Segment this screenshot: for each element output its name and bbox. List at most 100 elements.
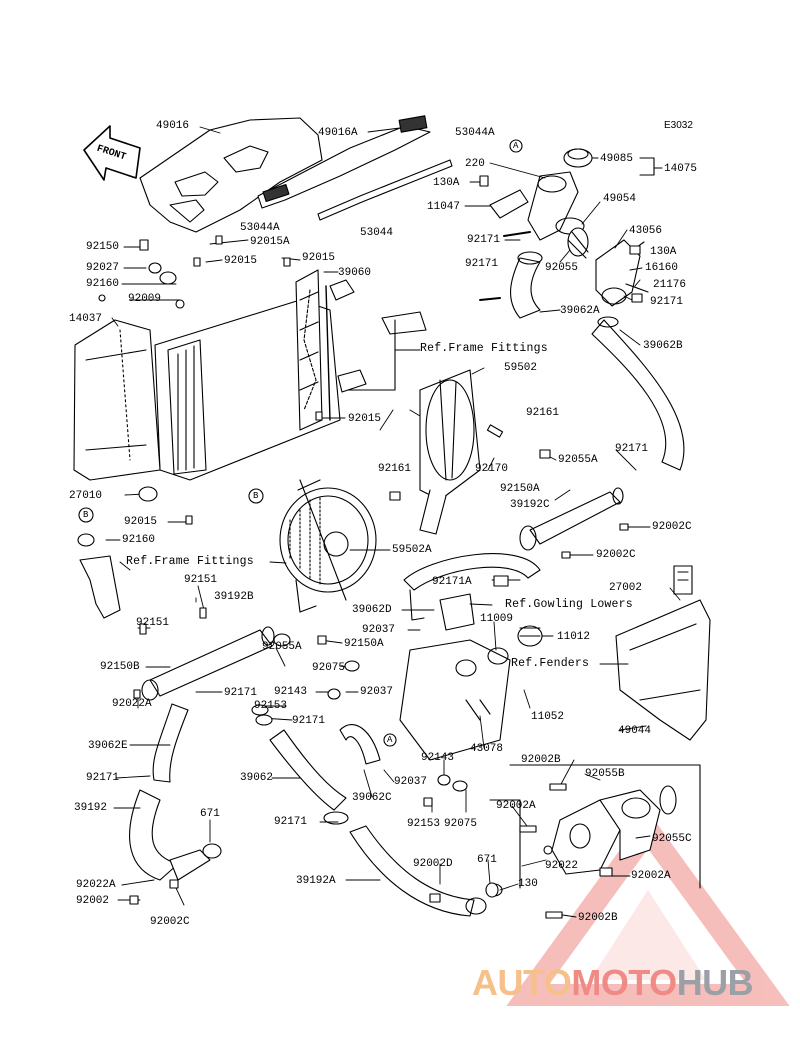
part-label: 92161	[526, 407, 560, 419]
watermark-part-3: HUB	[676, 962, 754, 1003]
part-label: 92002B	[521, 754, 561, 766]
ref-label: Ref.Gowling Lowers	[505, 598, 633, 611]
part-label: 43056	[629, 225, 663, 237]
part-label: 49054	[603, 193, 637, 205]
group-brackets	[489, 157, 701, 889]
trim-strips	[257, 115, 453, 221]
part-label: 92027	[86, 262, 120, 274]
hose-39062e	[129, 703, 222, 881]
part-label: 92015	[302, 252, 336, 264]
part-label: 39062D	[352, 604, 392, 616]
part-label: 92160	[86, 278, 120, 290]
part-label: 92055A	[558, 454, 598, 466]
callout-b-left	[78, 507, 94, 523]
part-label: 14037	[69, 313, 103, 325]
part-label: 92037	[360, 686, 394, 698]
ref-label: Ref.Frame Fittings	[126, 555, 254, 568]
part-label: 92022	[545, 860, 579, 872]
part-label: 49044	[618, 725, 652, 737]
radiator-core	[154, 269, 355, 481]
part-label: 92075	[312, 662, 346, 674]
part-label: 92171	[274, 816, 308, 828]
upper-hose-39062a	[479, 231, 543, 319]
cover-49016	[139, 117, 323, 233]
part-label: 671	[200, 808, 220, 820]
part-label: 11052	[531, 711, 565, 723]
part-label: 92015	[348, 413, 382, 425]
part-label: 39192C	[510, 499, 550, 511]
part-label: 49016A	[318, 127, 358, 139]
part-label: 53044	[360, 227, 394, 239]
part-label: 130A	[650, 246, 677, 258]
part-label: 92009	[128, 293, 162, 305]
part-label: 92160	[122, 534, 156, 546]
part-label: 11012	[557, 631, 591, 643]
part-label: 92143	[274, 686, 308, 698]
part-label: 59502A	[392, 544, 432, 556]
part-label: 92002	[76, 895, 110, 907]
part-label: 39062	[240, 772, 274, 784]
bracket-11009	[439, 593, 475, 631]
watermark-triangle	[506, 811, 790, 1006]
part-label: 11009	[480, 613, 514, 625]
frame-bracket-lines	[79, 311, 427, 619]
part-label: 130A	[433, 177, 460, 189]
part-label: 92170	[475, 463, 509, 475]
callout-b-left-letter: B	[83, 510, 89, 520]
part-label: 92151	[136, 617, 170, 629]
hose-39062b	[591, 316, 685, 471]
callout-b-mid-letter: B	[253, 491, 259, 501]
part-label: 39192B	[214, 591, 254, 603]
hose-39192a	[349, 825, 503, 917]
hose-39062	[269, 729, 349, 825]
part-label: 671	[477, 854, 497, 866]
part-label: 39060	[338, 267, 372, 279]
part-label: 21176	[653, 279, 687, 291]
part-label: 39062B	[643, 340, 683, 352]
part-label: 92002D	[413, 858, 453, 870]
part-label: 92055	[545, 262, 579, 274]
part-label: 92150B	[100, 661, 140, 673]
part-label: 49085	[600, 153, 634, 165]
part-label: 130	[518, 878, 538, 890]
part-label: 92002C	[150, 916, 190, 928]
part-label: 92171	[467, 234, 501, 246]
watermark-part-2: MOTO	[571, 962, 677, 1003]
diagram-code: E3032	[664, 120, 693, 131]
hose-39062c	[339, 724, 381, 765]
fan-59502	[419, 369, 481, 535]
part-label: 39192A	[296, 875, 336, 887]
thermostat-49054	[567, 227, 589, 259]
part-label: 39062E	[88, 740, 128, 752]
part-label: 92171	[292, 715, 326, 727]
part-label: 92171	[86, 772, 120, 784]
part-label: 92015	[124, 516, 158, 528]
hose-39062d	[403, 553, 541, 621]
part-label: 92171	[615, 443, 649, 455]
part-label: 92015	[224, 255, 258, 267]
callout-a-bottom	[383, 733, 397, 747]
part-label: 43078	[470, 743, 504, 755]
part-label: 92171A	[432, 576, 472, 588]
reservoir-43078	[399, 639, 511, 761]
part-label: 92161	[378, 463, 412, 475]
callout-a-bottom-letter: A	[387, 735, 393, 745]
part-label: 92055C	[652, 833, 692, 845]
part-label: 92151	[184, 574, 218, 586]
ref-label: Ref.Frame Fittings	[420, 342, 548, 355]
callout-a-top	[509, 139, 523, 153]
part-label: 92150	[86, 241, 120, 253]
part-label: 27010	[69, 490, 103, 502]
front-arrow	[83, 125, 141, 181]
part-label: 14075	[664, 163, 698, 175]
fasteners	[77, 175, 643, 919]
part-label: 92153	[407, 818, 441, 830]
part-label: 16160	[645, 262, 679, 274]
part-label: 92075	[444, 818, 478, 830]
part-label: 92022A	[76, 879, 116, 891]
part-label: 220	[465, 158, 485, 170]
radiator-cap-49085	[489, 148, 593, 241]
part-label: 92143	[421, 752, 455, 764]
part-label: 39062A	[560, 305, 600, 317]
